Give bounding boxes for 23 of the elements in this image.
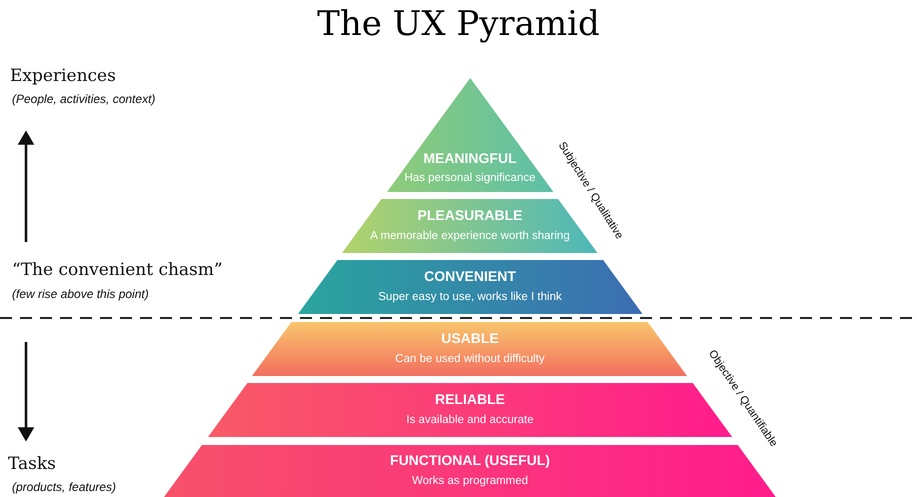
level-description: Is available and accurate — [406, 414, 534, 426]
level-description: Works as programmed — [412, 475, 528, 487]
level-heading: MEANINGFUL — [423, 150, 517, 166]
level-heading: RELIABLE — [434, 391, 505, 407]
level-description: A memorable experience worth sharing — [370, 230, 570, 242]
pyramid-level — [252, 322, 688, 376]
level-description: Super easy to use, works like I think — [378, 291, 562, 303]
level-description: Can be used without difficulty — [395, 353, 545, 365]
side-note: (few rise above this point) — [12, 287, 149, 301]
level-description: Has personal significance — [404, 172, 536, 184]
level-heading: USABLE — [441, 330, 499, 346]
side-heading: “The convenient chasm” — [12, 260, 223, 280]
level-heading: PLEASURABLE — [417, 207, 522, 223]
level-heading: CONVENIENT — [424, 268, 516, 284]
pyramid-level — [298, 260, 642, 314]
pyramid-level — [164, 445, 776, 497]
side-heading: Experiences — [10, 66, 116, 86]
title: The UX Pyramid — [317, 4, 600, 44]
side-note: (products, features) — [12, 480, 116, 494]
side-heading: Tasks — [8, 454, 56, 474]
pyramid-level — [386, 78, 554, 192]
level-heading: FUNCTIONAL (USEFUL) — [390, 452, 550, 468]
side-note: (People, activities, context) — [12, 92, 156, 106]
